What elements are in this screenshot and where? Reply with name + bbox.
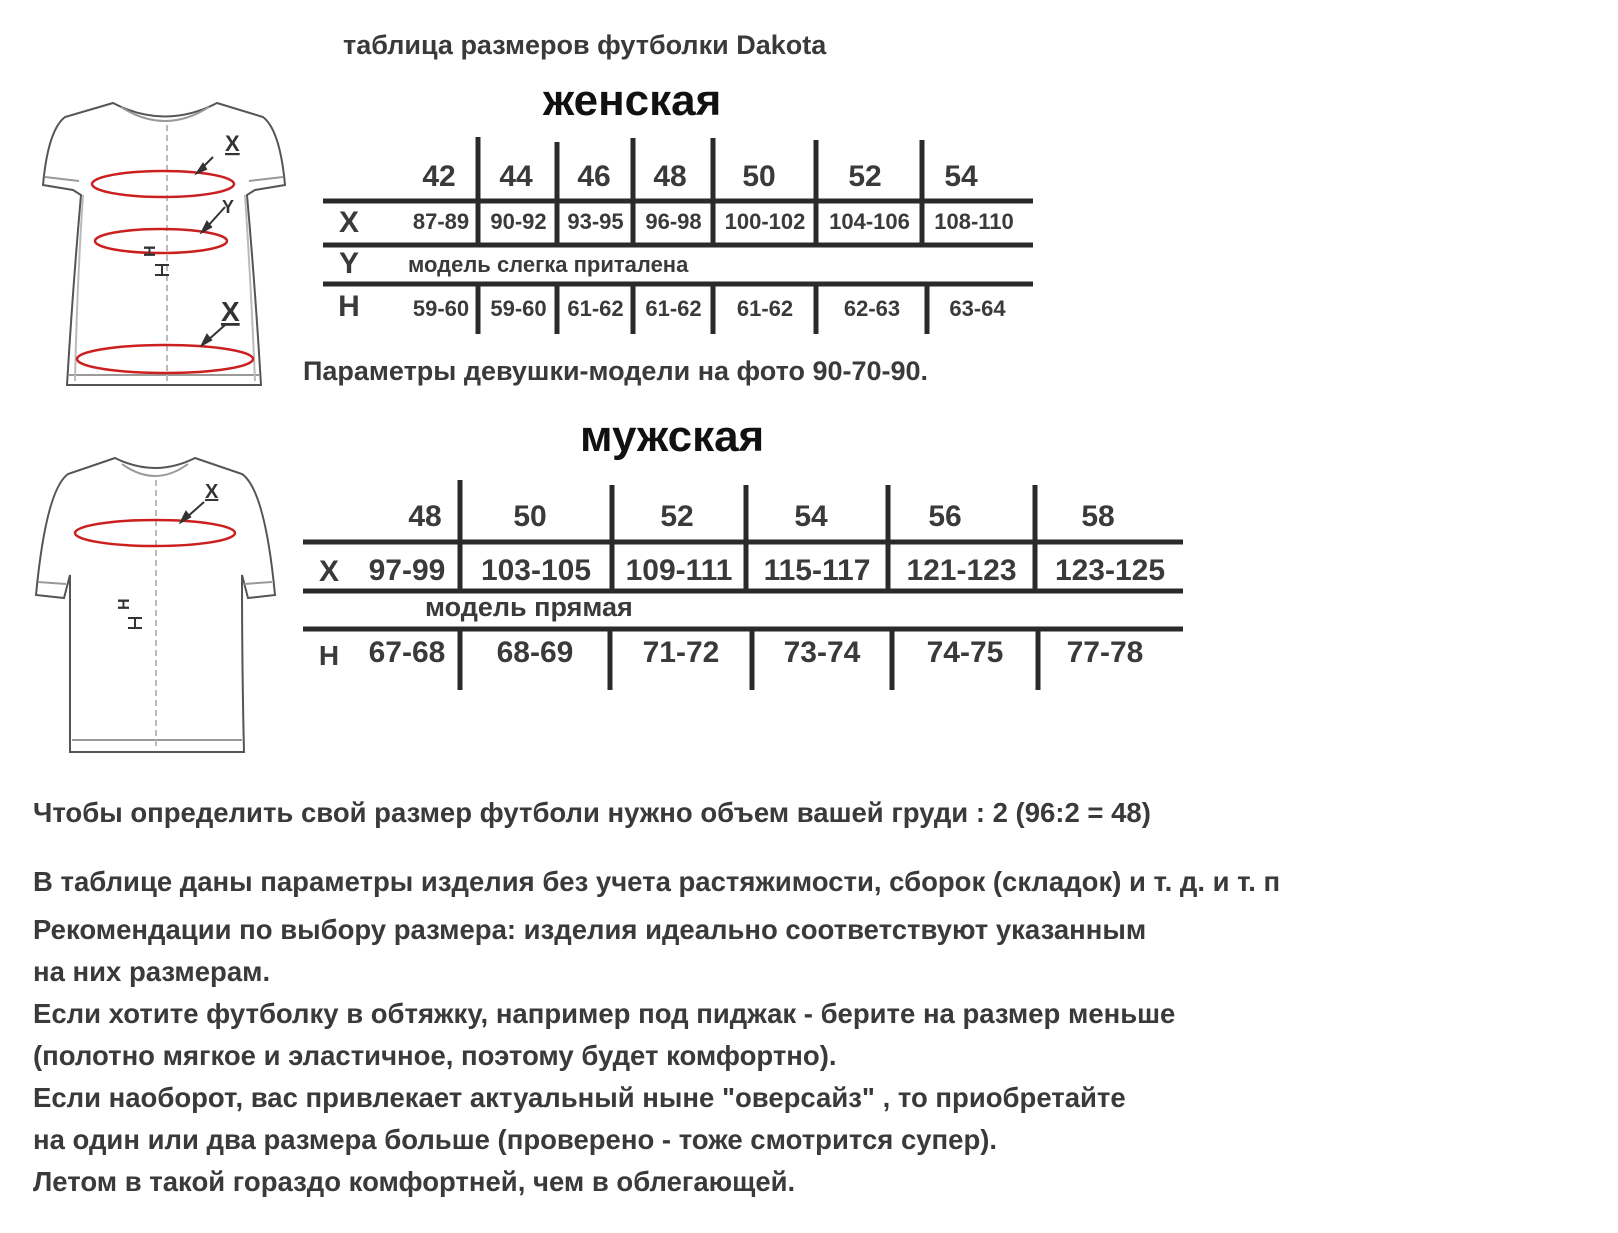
men-x-value: 115-117: [763, 554, 871, 587]
note-paragraph: В таблице даны параметры изделия без уче…: [33, 866, 1281, 897]
men-size-header: 58: [1081, 500, 1115, 533]
note-paragraph: Рекомендации по выбору размера: изделия …: [33, 914, 1147, 945]
women-h-value: 61-62: [567, 296, 624, 321]
women-x-value: 104-106: [829, 209, 910, 234]
women-x-value: 87-89: [412, 209, 470, 234]
men-x-value: 121-123: [906, 554, 1017, 587]
women-tshirt-figure: X Y X H: [41, 101, 287, 386]
men-section-title: мужская: [580, 412, 765, 461]
women-x-value: 100-102: [724, 209, 806, 234]
women-size-header: 54: [944, 160, 978, 193]
men-row-label-x: X: [318, 555, 339, 588]
women-h-value: 63-64: [949, 296, 1006, 321]
men-row-label-h: H: [318, 640, 340, 671]
figure-label-y: Y: [222, 197, 234, 217]
women-fit-note: модель слегка приталена: [408, 252, 689, 277]
women-x-value: 93-95: [567, 209, 624, 234]
figure-label-x: X: [225, 131, 240, 156]
women-size-header: 50: [742, 160, 776, 193]
men-h-value: 71-72: [642, 636, 720, 669]
women-size-header: 52: [848, 160, 882, 193]
women-h-value: 59-60: [490, 296, 547, 321]
page-title: таблица размеров футболки Dakota: [343, 30, 827, 60]
men-x-value: 103-105: [480, 554, 592, 587]
women-section-title: женская: [543, 76, 722, 125]
men-x-value: 109-111: [625, 554, 733, 587]
figure-label-x-bottom: X: [221, 296, 240, 327]
women-x-value: 96-98: [645, 209, 702, 234]
women-size-header: 42: [422, 160, 456, 193]
men-size-header: 52: [660, 500, 694, 533]
women-h-value: 62-63: [843, 296, 901, 321]
note-paragraph: на них размерам.: [33, 956, 271, 987]
figure-label-h: H: [116, 598, 133, 610]
men-h-value: 77-78: [1066, 636, 1144, 669]
men-h-value: 73-74: [783, 636, 861, 669]
men-size-header: 50: [513, 500, 547, 533]
men-size-header: 48: [408, 500, 442, 533]
hip-ring: [75, 343, 255, 375]
women-h-value: 61-62: [645, 296, 702, 321]
women-row-label-x: X: [338, 206, 359, 239]
note-paragraph: Если хотите футболку в обтяжку, например…: [33, 998, 1176, 1029]
model-parameters: Параметры девушки-модели на фото 90-70-9…: [303, 356, 929, 386]
men-fit-note: модель прямая: [425, 592, 633, 622]
note-paragraph: (полотно мягкое и эластичное, поэтому бу…: [33, 1040, 837, 1071]
men-size-header: 54: [794, 500, 828, 533]
note-paragraph: на один или два размера больше (проверен…: [33, 1124, 998, 1155]
men-tshirt-figure: X H: [34, 456, 277, 753]
men-x-value: 123-125: [1054, 554, 1166, 587]
women-h-value: 61-62: [736, 296, 794, 321]
men-x-value: 97-99: [368, 554, 446, 587]
note-paragraph: Летом в такой гораздо комфортней, чем в …: [33, 1166, 796, 1197]
men-size-header: 56: [928, 500, 962, 533]
women-row-label-y: Y: [338, 247, 359, 280]
men-h-value: 68-69: [496, 636, 574, 669]
figure-label-x: X: [205, 481, 219, 503]
figure-label-h: H: [142, 245, 159, 257]
men-table-grid: [303, 480, 1183, 690]
women-x-value: 90-92: [490, 209, 547, 234]
note-paragraph: Чтобы определить свой размер футболи нуж…: [33, 797, 1151, 828]
women-h-value: 59-60: [412, 296, 470, 321]
chest-ring: [73, 518, 237, 548]
women-size-header: 48: [653, 160, 687, 193]
men-h-value: 74-75: [926, 636, 1004, 669]
chest-ring: [90, 169, 236, 199]
women-size-header: 44: [499, 160, 533, 193]
women-x-value: 108-110: [934, 209, 1014, 234]
women-table-grid: [323, 137, 1033, 334]
note-paragraph: Если наоборот, вас привлекает актуальный…: [33, 1082, 1126, 1113]
women-row-label-h: H: [338, 290, 360, 323]
waist-ring: [93, 227, 229, 255]
women-size-header: 46: [577, 160, 611, 193]
men-h-value: 67-68: [368, 636, 446, 669]
